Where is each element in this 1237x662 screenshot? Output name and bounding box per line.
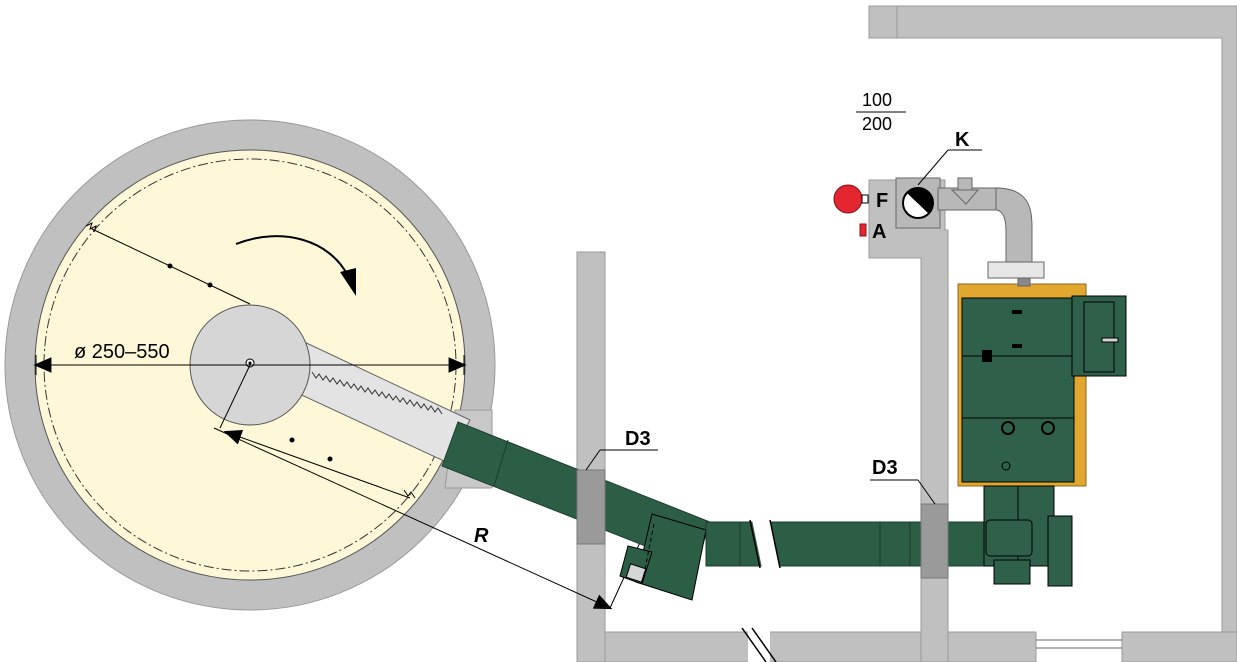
boiler bbox=[957, 283, 1127, 587]
red-circle-icon bbox=[833, 184, 869, 214]
wall-break-mark bbox=[741, 624, 777, 662]
label-f: F bbox=[876, 190, 888, 212]
red-sensor-icon bbox=[859, 223, 867, 237]
flue-k-callout: K bbox=[917, 129, 982, 186]
auger-teeth bbox=[311, 371, 443, 415]
flue-k-label: K bbox=[955, 129, 970, 151]
radius-label: R bbox=[474, 525, 489, 547]
wall-bottom-a bbox=[947, 631, 1037, 662]
duct-right: D3 bbox=[870, 457, 949, 579]
spring-arm-upper bbox=[85, 222, 251, 305]
diameter-label: ø 250–550 bbox=[74, 341, 170, 363]
storage-room-left-wall bbox=[576, 251, 606, 662]
auger-transfer-head bbox=[619, 513, 707, 601]
door-opening bbox=[1036, 639, 1122, 649]
duct-left-label: D3 bbox=[625, 428, 651, 450]
label-a: A bbox=[872, 221, 886, 243]
duct-left: D3 bbox=[576, 428, 658, 545]
internal-wall bbox=[868, 179, 949, 662]
curved-arrow-icon bbox=[235, 235, 356, 296]
wall-corner bbox=[868, 5, 898, 39]
flue-damper-icon bbox=[902, 187, 934, 219]
height-top: 100 bbox=[862, 90, 892, 110]
wall-bottom-b bbox=[1121, 631, 1237, 662]
height-fraction: 100 200 bbox=[856, 90, 906, 134]
height-bottom: 200 bbox=[862, 114, 892, 134]
duct-right-label: D3 bbox=[872, 457, 898, 479]
inclined-auger bbox=[441, 421, 711, 601]
